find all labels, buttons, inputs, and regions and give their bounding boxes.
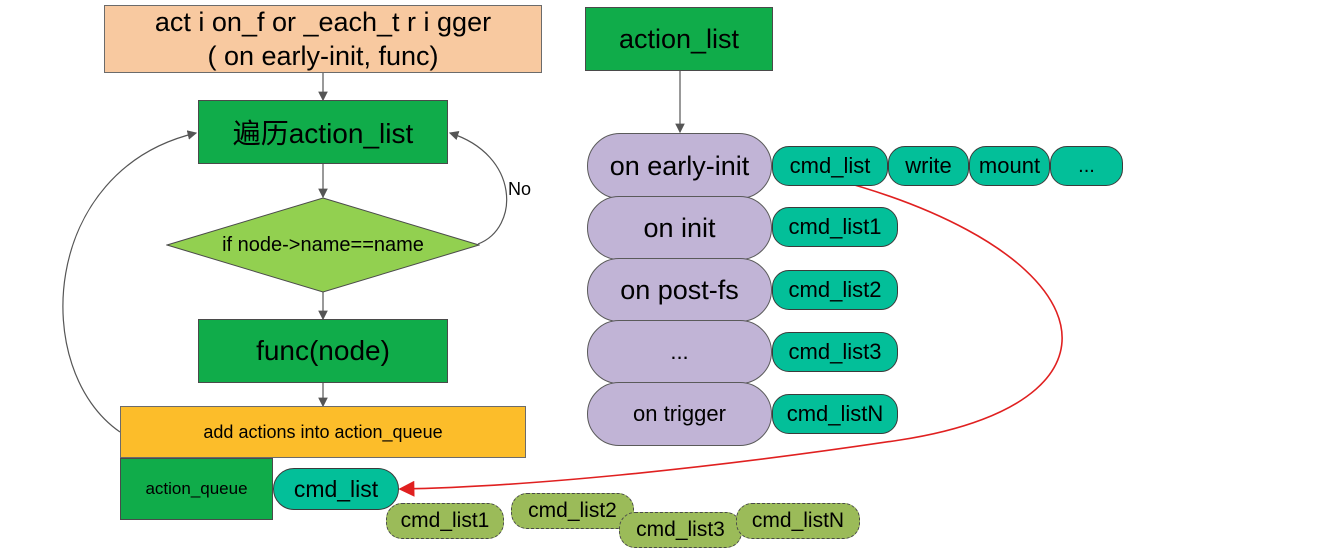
title-box: act i on_f or _each_t r i gger ( on earl… [104, 5, 542, 73]
func-label: func(node) [256, 335, 390, 366]
action-early-init: on early-init [587, 133, 772, 199]
cmd-pill-early-init-4: ... [1050, 146, 1123, 186]
action-ellipsis: ... [587, 320, 772, 384]
queued-cmd-4-label: cmd_listN [751, 509, 845, 532]
action-trigger-label: on trigger [633, 401, 726, 426]
title-line2: ( on early-init, func) [207, 41, 439, 71]
cmd-pill-init: cmd_list1 [772, 207, 898, 247]
queued-cmd-1-label: cmd_list1 [400, 509, 490, 532]
add-actions-box: add actions into action_queue [120, 406, 526, 458]
cmd-pill-trigger: cmd_listN [772, 394, 898, 434]
cmd-pill-early-init-1: cmd_list [772, 146, 888, 186]
action-post-fs: on post-fs [587, 258, 772, 322]
cmd-pill-label: cmd_list2 [788, 277, 882, 302]
queued-cmd-3: cmd_list3 [619, 512, 742, 548]
title-line1: act i on_f or _each_t r i gger [154, 7, 492, 37]
cmd-pill-label: write [905, 153, 952, 178]
action-ellipsis-label: ... [670, 339, 689, 364]
action-list-header-label: action_list [618, 23, 740, 54]
action-list-header: action_list [585, 7, 773, 71]
cmd-pill-label: mount [978, 153, 1041, 178]
action-queue-box: action_queue [120, 458, 273, 520]
queued-cmd-2: cmd_list2 [511, 493, 634, 529]
queued-cmd-4: cmd_listN [736, 503, 860, 539]
action-queue-label: action_queue [145, 479, 248, 498]
action-early-init-label: on early-init [609, 150, 750, 181]
arrow-no-loop [448, 130, 508, 245]
condition-text-wrap: if node->name==name [166, 197, 480, 293]
condition-label: if node->name==name [222, 233, 424, 256]
cmd-pill-post-fs: cmd_list2 [772, 270, 898, 310]
condition-diamond [166, 197, 480, 293]
cmd-pill-label: cmd_list1 [788, 214, 882, 239]
action-init: on init [587, 196, 772, 260]
cmd-pill-label: cmd_listN [786, 401, 884, 426]
func-box: func(node) [198, 319, 448, 383]
queued-cmd-2-label: cmd_list2 [528, 499, 617, 522]
cmd-pill-label: ... [1078, 154, 1095, 177]
queue-cmd-pill: cmd_list [273, 468, 399, 510]
add-actions-label: add actions into action_queue [203, 421, 443, 442]
queued-cmd-1: cmd_list1 [386, 503, 504, 539]
action-post-fs-label: on post-fs [620, 274, 739, 305]
arrow-red-to-queue [398, 164, 1063, 497]
cmd-pill-early-init-2: write [888, 146, 969, 186]
action-init-label: on init [643, 212, 716, 243]
no-label: No [508, 179, 532, 199]
queued-cmd-3-label: cmd_list3 [636, 518, 725, 541]
queue-cmd-label: cmd_list [293, 475, 379, 502]
cmd-pill-ellipsis: cmd_list3 [772, 332, 898, 372]
arrow-outer-loop [62, 130, 198, 433]
cmd-pill-label: cmd_list3 [788, 339, 882, 364]
cmd-pill-early-init-3: mount [969, 146, 1050, 186]
traverse-label: 遍历action_list [232, 118, 414, 149]
cmd-pill-label: cmd_list [789, 153, 871, 178]
traverse-box: 遍历action_list [198, 100, 448, 164]
action-trigger: on trigger [587, 382, 772, 446]
